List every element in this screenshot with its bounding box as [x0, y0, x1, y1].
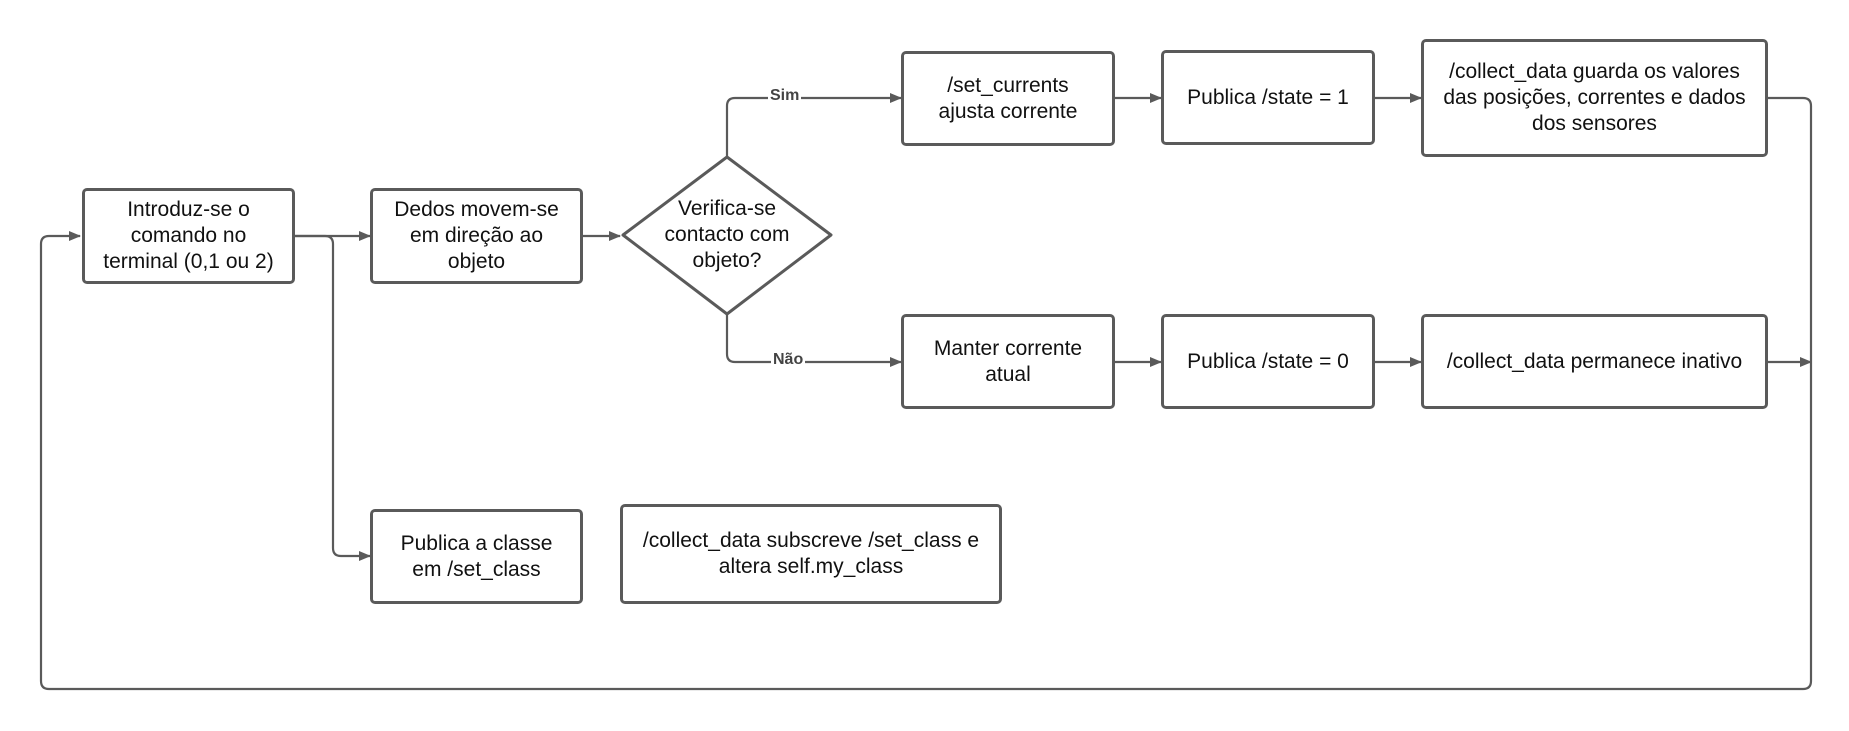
node-collect-data-subscribe-label: /collect_data subscreve /set_class e alt…	[642, 529, 980, 578]
node-collect-data-store-label: /collect_data guarda os valores das posi…	[1443, 60, 1746, 135]
node-publish-state-0: Publica /state = 0	[1161, 314, 1375, 409]
decision-label-text: Verifica-se contacto com objeto?	[664, 197, 790, 272]
node-publish-class-label: Publica a classe em /set_class	[400, 531, 553, 581]
node-set-currents: /set_currents ajusta corrente	[901, 51, 1115, 146]
decision-label: Verifica-se contacto com objeto?	[653, 190, 801, 280]
edge-check-yes	[725, 93, 902, 157]
edge-store-loop	[39, 96, 1813, 691]
node-collect-data-subscribe: /collect_data subscreve /set_class e alt…	[620, 504, 1002, 604]
node-input-command-label: Introduz-se o comando no terminal (0,1 o…	[103, 198, 274, 273]
edge-input-to-publish-class	[295, 234, 371, 561]
node-fingers-move-label: Dedos movem-se em direção ao objeto	[394, 198, 559, 273]
node-collect-data-store: /collect_data guarda os valores das posi…	[1421, 39, 1768, 157]
node-collect-data-inactive-label: /collect_data permanece inativo	[1446, 349, 1743, 373]
edge-check-no	[725, 314, 902, 367]
node-input-command: Introduz-se o comando no terminal (0,1 o…	[82, 188, 295, 284]
edge-label-no: Não	[771, 351, 806, 369]
node-set-currents-label: /set_currents ajusta corrente	[938, 73, 1078, 123]
node-keep-current: Manter corrente atual	[901, 314, 1115, 409]
edge-label-yes: Sim	[768, 87, 802, 105]
node-fingers-move: Dedos movem-se em direção ao objeto	[370, 188, 583, 284]
node-publish-state-1: Publica /state = 1	[1161, 50, 1375, 145]
node-publish-state-0-label: Publica /state = 0	[1187, 349, 1349, 373]
node-collect-data-inactive: /collect_data permanece inativo	[1421, 314, 1768, 409]
node-publish-class: Publica a classe em /set_class	[370, 509, 583, 604]
decision-diamond	[621, 155, 833, 316]
node-publish-state-1-label: Publica /state = 1	[1187, 85, 1349, 109]
node-keep-current-label: Manter corrente atual	[933, 336, 1083, 386]
